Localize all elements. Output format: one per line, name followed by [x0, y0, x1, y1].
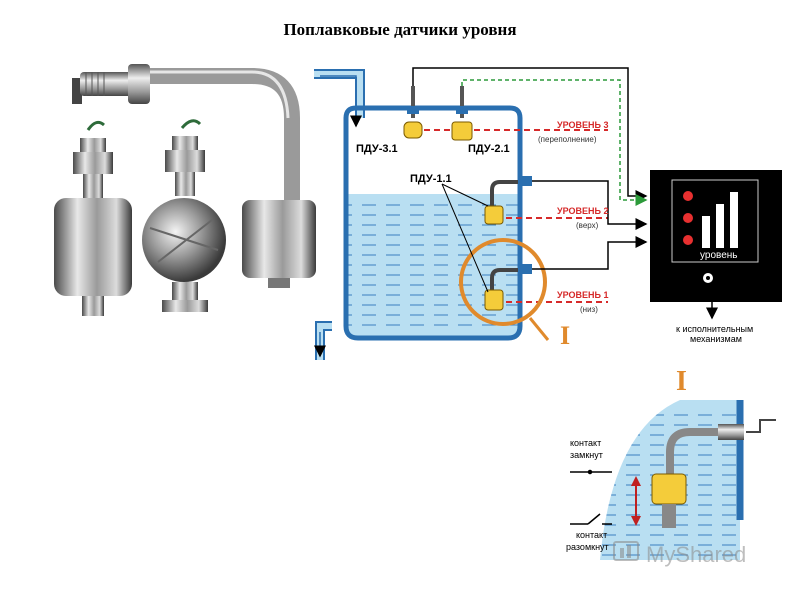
watermark-text: MyShared [646, 542, 746, 567]
sensor-photo-angled [72, 64, 316, 288]
contact-closed-line1: контакт [570, 438, 601, 448]
level-1-note: (низ) [580, 305, 598, 314]
detail-callout-line [528, 317, 550, 341]
level-bar-2 [716, 204, 724, 248]
float-level-1 [484, 264, 532, 311]
contact-open-line2: разомкнут [566, 542, 609, 552]
contact-open-line1: контакт [576, 530, 607, 540]
sensor-photo-ball [142, 119, 226, 312]
detail-marker: I [676, 366, 687, 397]
level-1-name: УРОВЕНЬ 1 [557, 290, 608, 300]
watermark: MyShared [613, 541, 746, 567]
sensor-photo-cylinder [54, 120, 132, 316]
pdu-1-1-leader-lines [441, 183, 489, 293]
contact-open-symbol [570, 513, 612, 525]
output-label-line2: механизмам [690, 334, 742, 344]
tank [314, 69, 523, 360]
label-pdu-3-1: ПДУ-3.1 [356, 143, 398, 155]
level-bar-3 [730, 192, 738, 248]
indicator-led-2 [683, 213, 693, 223]
output-label-line1: к исполнительным [676, 324, 753, 334]
detail-highlight-circle [459, 238, 547, 326]
float-pdu-2-1 [451, 86, 473, 141]
level-2-note: (верх) [576, 221, 599, 230]
contact-closed-symbol [570, 469, 612, 475]
page-title: Поплавковые датчики уровня [283, 20, 517, 39]
detail-marker-small: I [560, 321, 570, 350]
level-controller: уровень [650, 170, 782, 302]
level-3-note: (переполнение) [538, 135, 597, 144]
label-pdu-1-1: ПДУ-1.1 [410, 173, 452, 185]
float-level-2 [484, 176, 532, 225]
contact-closed-line2: замкнут [570, 450, 603, 460]
controller-label: уровень [700, 250, 738, 261]
indicator-led-3 [683, 191, 693, 201]
level-3-name: УРОВЕНЬ 3 [557, 120, 608, 130]
signal-wires [412, 67, 718, 320]
level-bar-1 [702, 216, 710, 248]
level-2-name: УРОВЕНЬ 2 [557, 206, 608, 216]
detail-view [600, 400, 776, 560]
indicator-led-1 [683, 235, 693, 245]
float-pdu-3-1 [403, 86, 423, 139]
label-pdu-2-1: ПДУ-2.1 [468, 143, 510, 155]
